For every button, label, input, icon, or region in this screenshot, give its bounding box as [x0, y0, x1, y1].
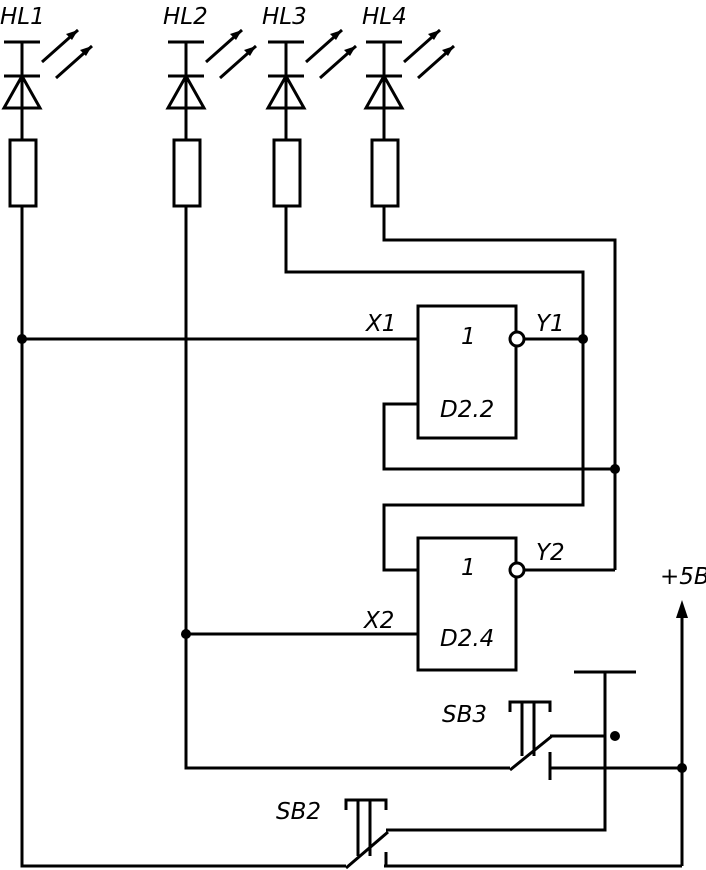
junctions [17, 334, 687, 773]
led-hl1-label: HL1 [0, 4, 45, 30]
switch-sb3-contact [509, 734, 553, 772]
gate-d2-2-function: 1 [461, 324, 476, 350]
junction-feedback [610, 464, 620, 474]
gate-d2-2-inverter-bubble-icon [508, 330, 526, 348]
junction-x2-hl2 [181, 629, 191, 639]
junction-y1 [578, 334, 588, 344]
gate-d2-4-inverter-bubble-icon [508, 561, 526, 579]
wires [20, 206, 684, 868]
gate-d2-2-body [416, 304, 518, 440]
switch-sb3-button-icon [508, 700, 552, 712]
gate-d2-4-function: 1 [461, 555, 476, 581]
gate-d2-4-body [416, 536, 518, 672]
resistor-hl2 [172, 138, 202, 208]
resistor-hl1 [8, 138, 38, 208]
resistor-hl3 [272, 138, 302, 208]
switch-sb3: SB3 [442, 700, 553, 780]
switch-sb2-button-icon [344, 798, 388, 810]
gate-d2-2-input-label: X1 [365, 311, 396, 337]
switch-sb3-label: SB3 [442, 702, 487, 728]
supply-arrow-icon [676, 600, 688, 618]
led-hl2-label: HL2 [163, 4, 208, 30]
led-hl4: HL4 [362, 4, 455, 208]
led-hl1: HL1 [0, 4, 93, 208]
led-hl3: HL3 [262, 4, 357, 208]
supply-label: +5В [660, 564, 706, 590]
gate-d2-4-input-label: X2 [363, 608, 394, 634]
gate-d2-4-name: D2.4 [440, 626, 494, 652]
switch-sb2-contact [345, 830, 389, 870]
gate-d2-2-name: D2.2 [440, 397, 494, 423]
led-hl3-label: HL3 [262, 4, 307, 30]
gate-d2-2-output-label: Y1 [536, 311, 565, 337]
gate-d2-4-output-label: Y2 [536, 540, 565, 566]
junction-x1-hl1 [17, 334, 27, 344]
resistor-hl4 [370, 138, 400, 208]
led-hl4-label: HL4 [362, 4, 407, 30]
gate-d2-4: 1 D2.4 X2 Y2 [363, 536, 565, 672]
gate-d2-2: 1 D2.2 X1 Y1 [365, 304, 565, 440]
switch-sb2-label: SB2 [276, 799, 321, 825]
led-hl2: HL2 [163, 4, 257, 208]
switch-sb2: SB2 [276, 798, 389, 870]
junction-supply [677, 763, 687, 773]
junction-sb3-bus [610, 731, 620, 741]
